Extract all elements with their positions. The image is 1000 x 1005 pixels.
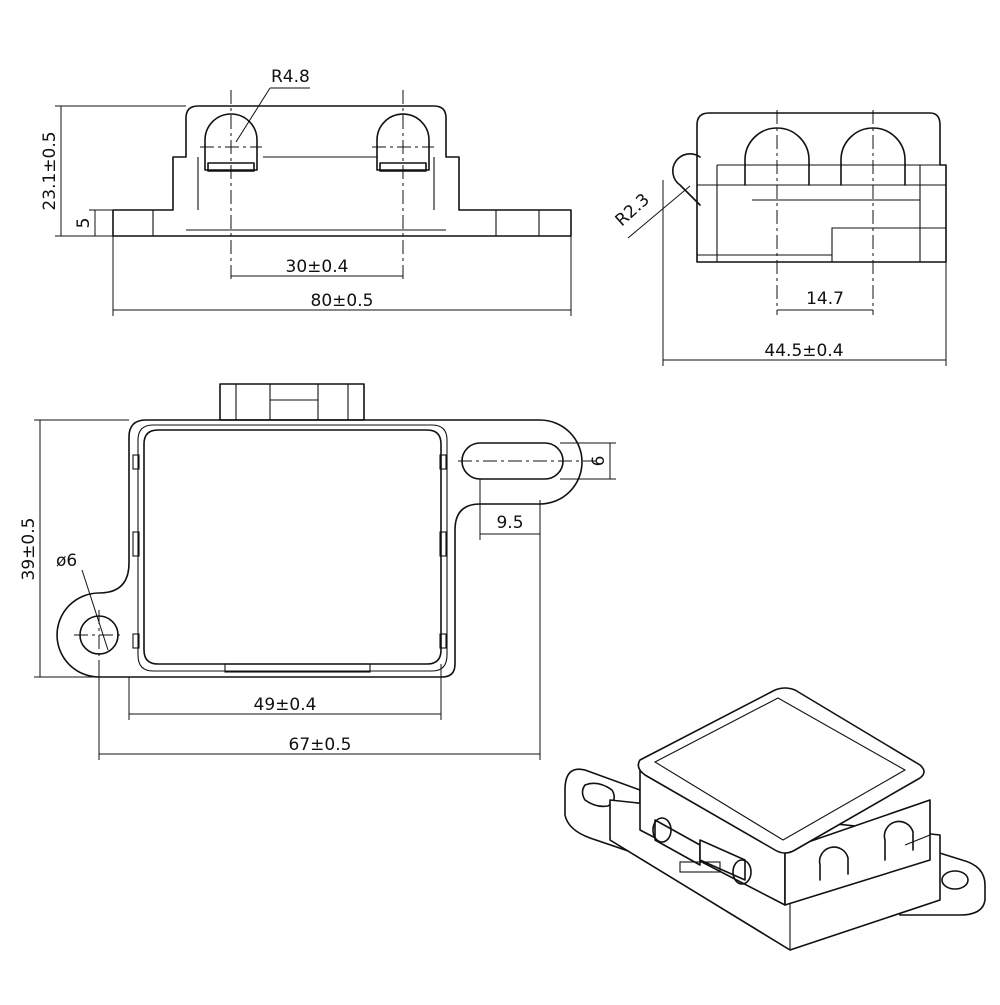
side-radius-label: R2.3: [612, 190, 654, 231]
top-slot-offset-label: 9.5: [496, 513, 523, 533]
top-view: 39±0.5 ø6 6 9.5 49±0.4 67±0.5: [19, 383, 616, 760]
top-slot-width-label: 6: [589, 456, 609, 467]
side-pitch-label: 14.7: [806, 289, 844, 309]
front-radius-label: R4.8: [271, 67, 310, 87]
side-depth-label: 44.5±0.4: [764, 341, 843, 361]
front-base-height-label: 5: [74, 218, 94, 229]
front-pitch-label: 30±0.4: [286, 257, 349, 277]
front-width-label: 80±0.5: [311, 291, 374, 311]
top-height-label: 39±0.5: [19, 518, 39, 581]
isometric-view: [564, 687, 986, 951]
front-height-label: 23.1±0.5: [40, 131, 60, 210]
top-overall-width-label: 67±0.5: [289, 735, 352, 755]
top-hole-label: ø6: [56, 551, 77, 571]
top-body-width-label: 49±0.4: [254, 695, 317, 715]
front-view: 23.1±0.5 5 R4.8 30±0.4 80±0.5: [40, 67, 572, 316]
side-view: R2.3 14.7 44.5±0.4: [612, 110, 947, 366]
